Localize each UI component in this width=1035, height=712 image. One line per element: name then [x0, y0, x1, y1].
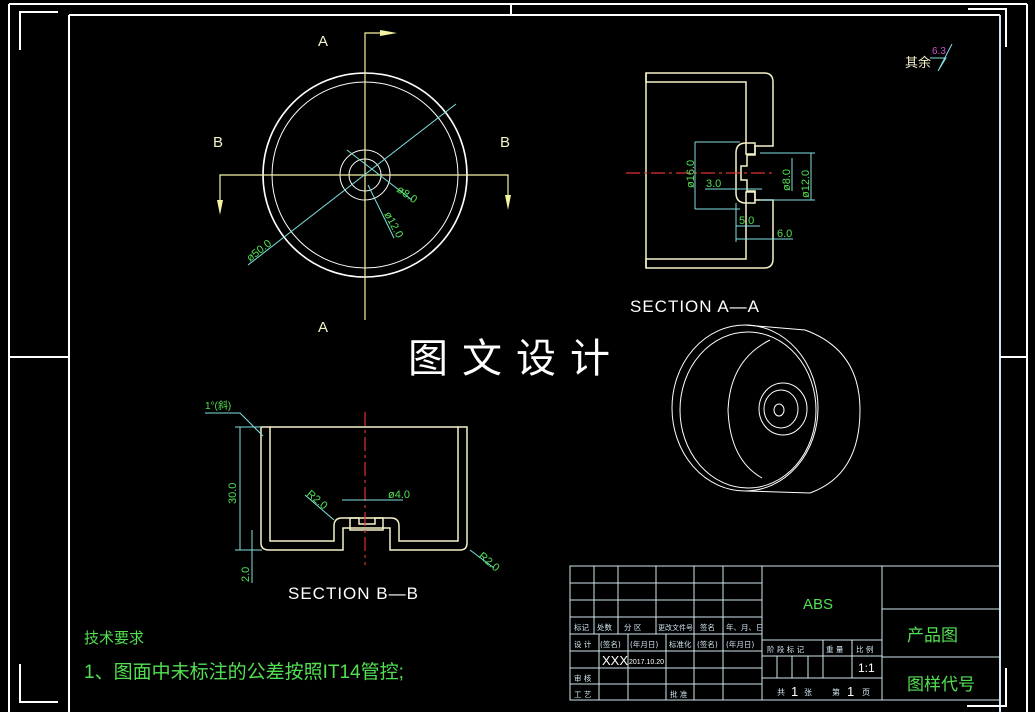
drawing-frame	[8, 3, 1028, 712]
section-a-a-view: ø16.0 3.0 ø8.0 ø12.0 5.0 6.0 SECTION A—A	[626, 72, 815, 316]
tb-design-sign: (签名)	[600, 639, 621, 649]
tb-std-date: (年月日)	[726, 639, 754, 649]
tb-part-name: 产品图	[907, 626, 958, 645]
tech-req-title: 技术要求	[84, 630, 144, 647]
dim-d16: ø16.0	[685, 160, 697, 188]
dim-t2: 2.0	[240, 567, 252, 582]
tb-total-label: 共	[777, 688, 785, 697]
dim-r2-b: R2.0	[476, 550, 502, 574]
tb-total-unit: 张	[804, 688, 812, 697]
tb-process-label: 工 艺	[574, 690, 591, 699]
dim-3: 3.0	[706, 178, 721, 190]
roughness-value: 6.3	[932, 46, 946, 57]
tb-design-date: (年月日)	[630, 639, 658, 649]
tb-review-label: 审 核	[574, 673, 592, 683]
section-a-label-top: A	[318, 33, 328, 50]
title-block: 标记 处数 分 区 更改文件号 签名 年、月、日 设 计 (签名) (年月日) …	[569, 565, 1001, 701]
watermark-text: 图文设计	[408, 336, 624, 382]
dim-5: 5.0	[739, 215, 754, 227]
tb-header-change-doc: 更改文件号	[658, 623, 693, 632]
section-a-label-bottom: A	[318, 319, 328, 336]
tb-material: ABS	[803, 596, 833, 613]
dim-d50: ø50.0	[244, 238, 274, 265]
tb-scale-label: 比 例	[856, 644, 873, 654]
arrow-icon	[217, 200, 223, 215]
tb-weight: 重 量	[826, 645, 844, 654]
arrow-icon	[380, 30, 397, 36]
tb-designer: XXX	[602, 653, 628, 668]
section-b-label-left: B	[213, 134, 223, 151]
section-b-label-right: B	[500, 134, 510, 151]
surface-roughness-symbol: 其余 6.3	[905, 43, 953, 72]
dim-d12: ø12.0	[381, 210, 405, 240]
tb-standardization: 标准化	[669, 639, 692, 649]
dim-d8: ø8.0	[781, 169, 793, 191]
dim-6: 6.0	[777, 228, 792, 240]
isometric-view	[671, 324, 861, 494]
front-view: A A B B ø50.0 ø8.0 ø12.0	[213, 30, 511, 336]
tb-stage-mark: 阶 段 标 记	[767, 644, 805, 654]
tb-total-value: 1	[791, 684, 798, 699]
dim-d8: ø8.0	[394, 184, 419, 206]
tb-scale-value: 1:1	[858, 661, 875, 675]
tb-design-label: 设 计	[574, 639, 592, 649]
tb-header-count: 处数	[597, 622, 612, 632]
tb-header-mark: 标记	[574, 622, 589, 632]
tb-header-date: 年、月、日	[726, 622, 764, 632]
tb-approve-label: 批 准	[670, 689, 688, 699]
roughness-label: 其余	[905, 55, 931, 70]
dim-d12: ø12.0	[800, 170, 812, 198]
tb-sheet-unit: 页	[862, 688, 870, 697]
section-a-a-title: SECTION A—A	[630, 297, 760, 316]
section-b-b-title: SECTION B—B	[288, 584, 419, 603]
dim-draft-angle: 1°(斜)	[205, 399, 231, 412]
technical-requirements: 技术要求 1、图面中未标注的公差按照IT14管控;	[84, 630, 404, 683]
dim-h30: 30.0	[227, 483, 239, 504]
tb-date: 2017.10.20	[629, 659, 664, 666]
tb-std-sign: (签名)	[697, 639, 718, 649]
arrow-icon	[505, 195, 511, 210]
section-b-b-view: 1°(斜) 30.0 2.0 R2.0 R2.0 ø4.0 SECTION B—…	[205, 399, 502, 603]
tb-sheet-value: 1	[847, 684, 854, 699]
tb-header-signature: 签名	[700, 622, 715, 632]
tb-header-zone: 分 区	[624, 623, 642, 632]
dim-d4: ø4.0	[388, 489, 410, 501]
tb-drawing-no: 图样代号	[907, 675, 975, 694]
dim-r2-a: R2.0	[304, 488, 330, 512]
tech-req-item-1: 1、图面中未标注的公差按照IT14管控;	[84, 661, 404, 683]
tb-sheet-label: 第	[832, 687, 840, 697]
